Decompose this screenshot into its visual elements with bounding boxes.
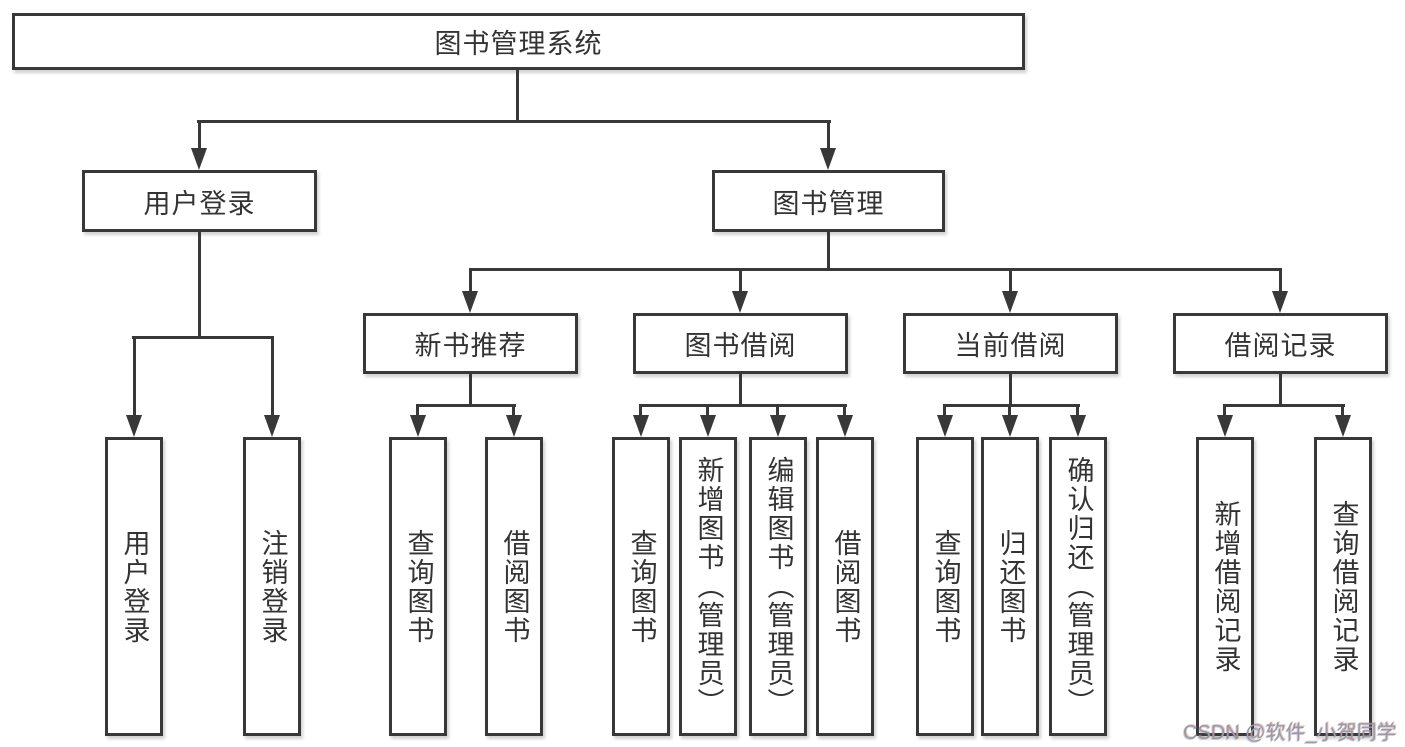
leaf-confirm-return-admin: 确认归还（管理员） [1049,437,1107,736]
arrow-down-icon [937,415,953,437]
leaf-edit-books-admin-label: 编辑图书（管理员） [763,456,794,717]
leaf-query-books-borrow-label: 查询图书 [626,528,657,645]
connector-splitter [639,404,847,407]
connector-root-stub [516,70,519,122]
connector-shaft [133,336,136,418]
arrow-down-icon [837,415,853,437]
connector-shaft [1076,404,1079,418]
node-new-book-recommend: 新书推荐 [363,313,578,374]
connector-book-mgmt-splitter [469,268,1282,271]
leaf-logout-label: 注销登录 [257,528,288,645]
connector-shaft [943,404,946,418]
connector-splitter [943,404,1080,407]
arrow-down-icon [770,415,786,437]
arrow-down-icon [1070,415,1086,437]
leaf-query-borrow-record-label: 查询借阅记录 [1328,499,1359,674]
leaf-query-books-borrow: 查询图书 [612,437,670,736]
arrow-down-icon [732,291,748,313]
leaf-return-books-label: 归还图书 [995,528,1026,645]
watermark-text: CSDN @软件_小贺同学 [1183,722,1397,744]
connector-stub [469,374,472,406]
node-user-login-label: 用户登录 [143,188,256,219]
connector-shaft [776,404,779,418]
connector-shaft [512,404,515,418]
connector-shaft [271,336,274,418]
leaf-query-books-current-label: 查询图书 [930,528,961,645]
node-current-borrow: 当前借阅 [903,313,1118,374]
connector-shaft [706,404,709,418]
arrow-down-icon [506,415,522,437]
connector-shaft [198,120,201,151]
leaf-add-books-admin-label: 新增图书（管理员） [693,456,724,717]
arrow-down-icon [1272,291,1288,313]
connector-stub [1009,374,1012,406]
connector-shaft [1279,268,1282,295]
leaf-borrow-books: 借阅图书 [816,437,874,736]
connector-stub [1279,374,1282,406]
node-book-borrow-label: 图书借阅 [684,331,797,361]
node-borrow-records: 借阅记录 [1173,313,1388,374]
leaf-borrow-books-recommend: 借阅图书 [485,437,543,736]
leaf-user-login-label: 用户登录 [119,528,150,645]
arrow-down-icon [410,415,426,437]
connector-book-mgmt-stub [827,232,830,270]
connector-shaft [1008,404,1011,418]
leaf-return-books: 归还图书 [981,437,1039,736]
leaf-confirm-return-admin-label: 确认归还（管理员） [1063,456,1094,717]
leaf-query-books-recommend-label: 查询图书 [403,528,434,645]
leaf-query-books-recommend: 查询图书 [389,437,447,736]
leaf-query-books-current: 查询图书 [916,437,974,736]
node-current-borrow-label: 当前借阅 [954,331,1067,361]
node-book-management: 图书管理 [712,170,945,232]
node-library-system: 图书管理系统 [12,13,1025,70]
leaf-logout: 注销登录 [243,437,301,736]
connector-shaft [416,404,419,418]
arrow-down-icon [700,415,716,437]
arrow-down-icon [633,415,649,437]
connector-user-login-stub [198,232,201,338]
connector-shaft [843,404,846,418]
leaf-add-books-admin: 新增图书（管理员） [679,437,737,736]
arrow-down-icon [1002,291,1018,313]
leaf-user-login: 用户登录 [105,437,163,736]
connector-shaft [827,120,830,151]
leaf-borrow-books-recommend-label: 借阅图书 [499,528,530,645]
node-book-management-label: 图书管理 [772,188,885,219]
arrow-down-icon [191,148,207,170]
node-borrow-records-label: 借阅记录 [1224,331,1337,361]
connector-shaft [1341,404,1344,418]
connector-splitter [1223,404,1345,407]
connector-splitter [416,404,516,407]
arrow-down-icon [1335,415,1351,437]
arrow-down-icon [264,415,280,437]
node-library-system-label: 图书管理系统 [434,29,603,59]
arrow-down-icon [1217,415,1233,437]
arrow-down-icon [820,148,836,170]
leaf-add-borrow-record: 新增借阅记录 [1196,437,1254,736]
connector-root-splitter [197,120,831,123]
connector-shaft [1009,268,1012,295]
leaf-add-borrow-record-label: 新增借阅记录 [1210,499,1241,674]
connector-shaft [639,404,642,418]
connector-shaft [1223,404,1226,418]
connector-user-login-splitter [132,336,274,339]
node-book-borrow: 图书借阅 [633,313,848,374]
connector-shaft [739,268,742,295]
connector-shaft [469,268,472,295]
connector-stub [739,374,742,406]
arrow-down-icon [1002,415,1018,437]
arrow-down-icon [462,291,478,313]
node-user-login: 用户登录 [82,170,317,232]
node-new-book-recommend-label: 新书推荐 [414,331,527,361]
leaf-borrow-books-label: 借阅图书 [830,528,861,645]
leaf-edit-books-admin: 编辑图书（管理员） [749,437,807,736]
leaf-query-borrow-record: 查询借阅记录 [1314,437,1372,736]
arrow-down-icon [126,415,142,437]
